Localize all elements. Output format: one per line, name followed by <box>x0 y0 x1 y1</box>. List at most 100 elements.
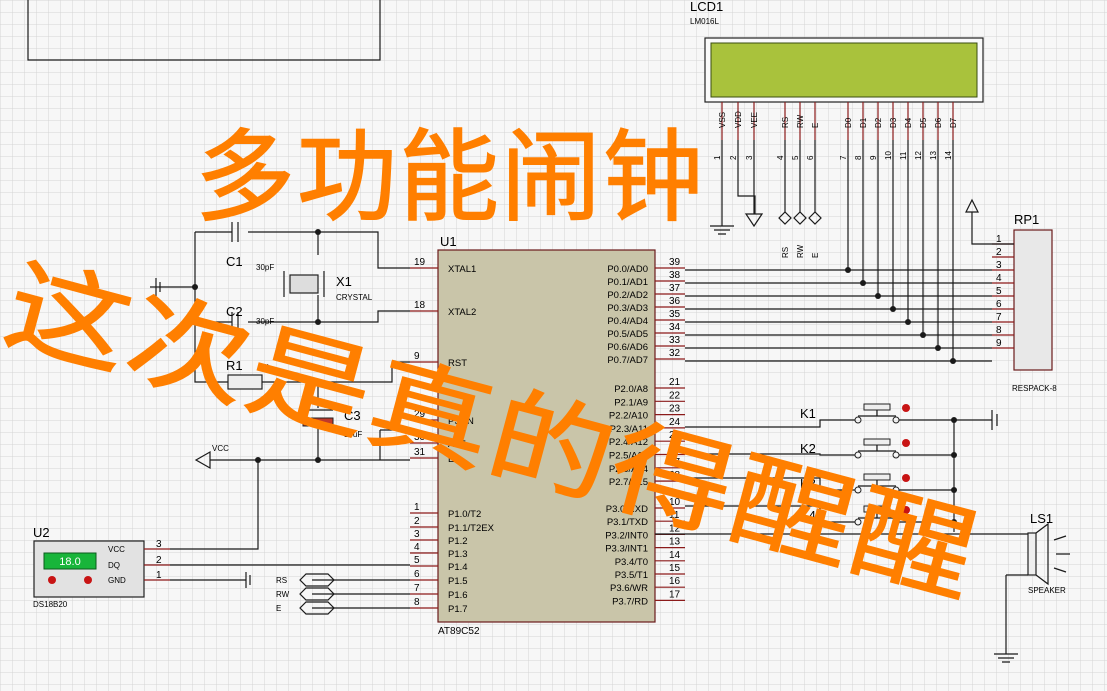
mcu-left-pin-name: P1.5 <box>448 576 468 587</box>
vcc-label: VCC <box>212 444 229 453</box>
mcu-right-pin-name: P0.4/AD4 <box>607 316 648 327</box>
mcu-right-pin-number: 13 <box>669 537 681 548</box>
sensor-down-button[interactable] <box>48 576 56 584</box>
sensor-pin-name: VCC <box>108 545 125 554</box>
mcu-right-pin-number: 11 <box>669 510 680 521</box>
junction-dot <box>920 332 926 338</box>
key-k1[interactable]: K1 <box>685 403 957 428</box>
mcu-right-pin-number: 26 <box>669 444 681 455</box>
oscillator-circuit: C1 30pF X1 CRYSTAL C2 30pF R1 10k C3 10u… <box>150 222 410 460</box>
key-indicator <box>902 404 910 412</box>
key-k3[interactable]: K3 <box>685 473 957 494</box>
mcu-right-pin-number: 25 <box>669 430 681 441</box>
sensor-up-button[interactable] <box>84 576 92 584</box>
junction-dot <box>935 345 941 351</box>
mcu-right-pin-name: P0.5/AD5 <box>607 329 648 340</box>
gnd-symbol-lcd <box>710 225 734 235</box>
sensor-pin-number: 1 <box>156 570 162 581</box>
mcu-left-pin-name: XTAL1 <box>448 264 476 275</box>
lcd-pin-name: RS <box>781 117 790 128</box>
key-label: K1 <box>800 406 816 421</box>
sensor-pin-number: 3 <box>156 539 162 550</box>
p1-bus-label: RS <box>276 576 287 585</box>
mcu-right-pin-name: P3.0/RXD <box>606 504 648 515</box>
lcd-display[interactable]: LCD1 LM016L VSS1VDD2VEE3RS4RW5E6D07D18D2… <box>690 0 984 160</box>
key-k2[interactable]: K2 <box>685 438 957 459</box>
rp1-pin-number: 2 <box>996 247 1002 258</box>
mcu-right-pin-name: P3.1/TXD <box>607 517 648 528</box>
rp1-pin-number: 3 <box>996 260 1002 271</box>
r1-val: 10k <box>258 363 272 372</box>
mcu-left-pin-number: 5 <box>414 555 420 566</box>
rp1-power-wire <box>971 212 1014 245</box>
r1-body <box>227 374 263 390</box>
mcu-right-pin-name: P3.2/INT0 <box>605 530 648 541</box>
key-indicator <box>902 474 910 482</box>
lcd-pin-name: D0 <box>844 117 853 128</box>
mcu-right-pin-name: P0.2/AD2 <box>607 290 648 301</box>
junction-dot <box>905 319 911 325</box>
mcu-right-pin-number: 23 <box>669 404 681 415</box>
lcd-pin-number: 9 <box>869 155 878 160</box>
mcu-right-pin-name: P2.7/A15 <box>609 477 648 488</box>
lcd-pin-number: 7 <box>839 155 848 160</box>
mcu-right-pin-number: 17 <box>669 589 681 600</box>
key-indicator <box>902 506 910 514</box>
crystal-body <box>289 274 319 294</box>
lcd-pin-number: 11 <box>899 151 908 160</box>
rp1-pin-number: 7 <box>996 312 1002 323</box>
mcu-left-pin-name: PSEN <box>448 416 474 427</box>
key-k4[interactable]: K4 <box>685 505 957 526</box>
lcd-pins: VSS1VDD2VEE3RS4RW5E6D07D18D29D310D411D51… <box>713 102 958 160</box>
lcd-pin-name: VEE <box>750 112 759 128</box>
lcd-pin-name: VSS <box>718 112 727 128</box>
mcu-right-pin-name: P0.6/AD6 <box>607 342 648 353</box>
mcu-chip[interactable]: U1 AT89C52 19XTAL118XTAL29RST29PSEN30ALE… <box>410 234 685 637</box>
key-cap <box>863 438 891 446</box>
mcu-left-pin-number: 9 <box>414 351 420 362</box>
key-cap <box>863 403 891 411</box>
vcc-net: VCC <box>170 229 410 550</box>
lcd-bus-label: RS <box>781 247 790 258</box>
mcu-left-pin-name: XTAL2 <box>448 307 476 318</box>
mcu-right-pin-number: 15 <box>669 563 681 574</box>
p1-bus-label: RW <box>276 590 290 599</box>
lcd-pin-name: D2 <box>874 117 883 128</box>
mcu-left-pin-number: 2 <box>414 516 420 527</box>
mcu-left-pin-number: 31 <box>414 447 426 458</box>
rp1-pin-number: 8 <box>996 325 1002 336</box>
mcu-right-pin-name: P2.4/A12 <box>609 437 648 448</box>
mcu-right-pin-number: 27 <box>669 457 681 468</box>
key-indicator <box>902 439 910 447</box>
c3-body <box>302 417 334 427</box>
gnd-symbol-lcd2 <box>744 213 764 228</box>
lcd-ref: LCD1 <box>690 0 723 14</box>
mcu-left-pin-number: 18 <box>414 300 426 311</box>
mcu-right-pin-number: 12 <box>669 523 681 534</box>
lcd-pin-name: D4 <box>904 117 913 128</box>
rp1-part: RESPACK-8 <box>1012 384 1057 393</box>
lcd-pin-number: 4 <box>776 155 785 160</box>
mcu-right-pin-number: 33 <box>669 335 681 346</box>
sensor-pin-number: 2 <box>156 555 162 566</box>
lcd-pin-number: 2 <box>729 155 738 160</box>
speaker[interactable]: LS1 SPEAKER <box>1027 511 1070 595</box>
mcu-right-pin-name: P2.5/A13 <box>609 451 648 462</box>
junction-dot <box>890 306 896 312</box>
mcu-right-pin-number: 34 <box>669 322 681 333</box>
mcu-right-pin-name: P3.4/T0 <box>615 557 648 568</box>
mcu-right-pin-number: 39 <box>669 257 681 268</box>
mcu-right-pins: 39P0.0/AD038P0.1/AD137P0.2/AD236P0.3/AD3… <box>605 257 685 607</box>
x1-ref: X1 <box>336 274 352 289</box>
mcu-right-pin-number: 35 <box>669 309 681 320</box>
speaker-part: SPEAKER <box>1028 586 1066 595</box>
lcd-part: LM016L <box>690 17 719 26</box>
p1-bus-label: E <box>276 604 281 613</box>
lcd-pin-number: 1 <box>713 155 722 160</box>
mcu-left-pin-number: 4 <box>414 542 420 553</box>
